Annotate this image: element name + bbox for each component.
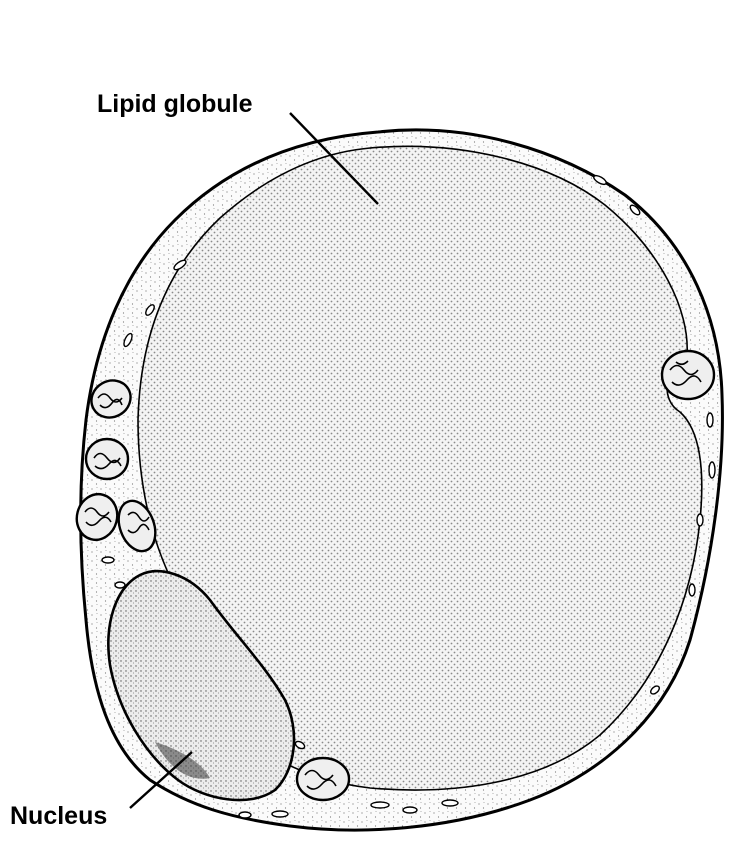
lipid-globule-label: Lipid globule <box>97 92 253 117</box>
mitochondrion-bottom <box>297 758 349 800</box>
nucleus-label: Nucleus <box>10 804 107 829</box>
mitochondrion-right <box>662 351 714 399</box>
